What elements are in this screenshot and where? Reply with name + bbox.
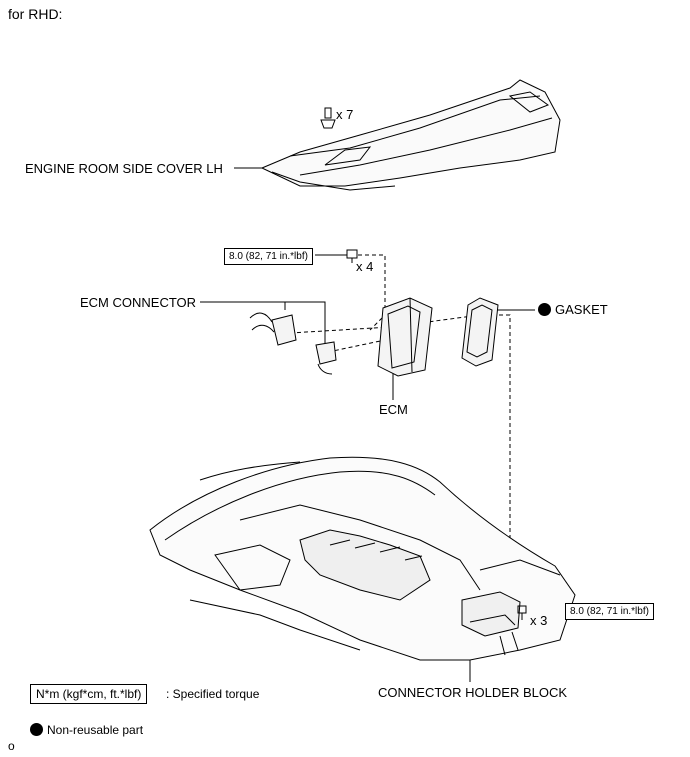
label-ecm-bolt-quantity: x 4 (356, 259, 374, 274)
cover-clip-drawing (320, 107, 336, 129)
footer-mark: o (8, 739, 15, 753)
legend-nonreusable-text: Non-reusable part (47, 723, 144, 737)
ecm-drawing (377, 297, 433, 377)
holder-bolt-drawing (517, 605, 527, 620)
torque-box-ecm-bolt: 8.0 (82, 71 in.*lbf) (224, 248, 313, 265)
gasket-drawing (461, 297, 499, 367)
engine-room-side-cover-drawing (260, 79, 561, 191)
label-connector-holder-block: CONNECTOR HOLDER BLOCK (378, 685, 568, 700)
nonreusable-marker-icon (538, 303, 551, 316)
legend-torque-text: : Specified torque (166, 687, 260, 701)
label-gasket: GASKET (538, 303, 608, 316)
legend-torque-unit-box: N*m (kgf*cm, ft.*lbf) (30, 684, 148, 704)
label-cover-clip-quantity: x 7 (336, 107, 354, 122)
legend-nonreusable: Non-reusable part (30, 723, 143, 736)
nonreusable-legend-icon (30, 723, 43, 736)
label-holder-bolt-quantity: x 3 (530, 613, 548, 628)
page-heading: for RHD: (8, 6, 63, 22)
label-gasket-text: GASKET (555, 302, 608, 317)
label-ecm: ECM (379, 402, 408, 417)
ecm-connector-drawing (249, 312, 337, 375)
torque-box-holder-bolt: 8.0 (82, 71 in.*lbf) (565, 603, 654, 620)
label-engine-room-side-cover: ENGINE ROOM SIDE COVER LH (25, 161, 223, 176)
connector-holder-block-drawing (461, 591, 521, 656)
label-ecm-connector: ECM CONNECTOR (80, 295, 197, 310)
